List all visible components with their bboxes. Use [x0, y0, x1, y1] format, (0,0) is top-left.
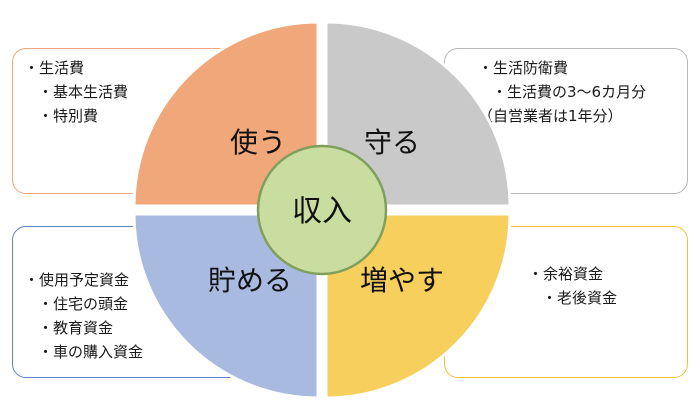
quadrant-label-grow: 増やす: [360, 264, 444, 297]
center-circle: [256, 144, 388, 276]
quadrant-label-protect: 守る: [364, 126, 420, 159]
list-item: （自営業者は1年分）: [478, 107, 623, 125]
quadrant-bottom-left: [132, 212, 320, 400]
list-bottom-right: ・余裕資金 ・老後資金: [528, 262, 617, 310]
list-item: ・車の購入資金: [38, 343, 144, 361]
list-item: ・教育資金: [38, 319, 114, 337]
list-item: ・使用予定資金: [24, 271, 130, 289]
list-item: ・老後資金: [542, 289, 618, 307]
list-item: ・生活費: [24, 59, 85, 77]
quadrant-top-left: [132, 20, 320, 208]
quadrant-top-right: [324, 20, 512, 208]
quadrant-label-use: 使う: [230, 126, 286, 159]
list-item: ・基本生活費: [38, 83, 129, 101]
list-item: ・生活費の3～6カ月分: [492, 83, 647, 101]
list-item: ・特別費: [38, 107, 99, 125]
list-item: ・余裕資金: [528, 265, 604, 283]
list-top-left: ・生活費 ・基本生活費 ・特別費: [24, 56, 128, 128]
list-item: ・生活防衛費: [478, 59, 569, 77]
list-bottom-left: ・使用予定資金 ・住宅の頭金 ・教育資金 ・車の購入資金: [24, 268, 143, 364]
center-label-income: 収入: [292, 194, 352, 229]
list-item: ・住宅の頭金: [38, 295, 129, 313]
quadrant-label-save: 貯める: [208, 264, 292, 297]
list-top-right: ・生活防衛費 ・生活費の3～6カ月分 （自営業者は1年分）: [478, 56, 646, 128]
quadrant-bottom-right: [324, 212, 512, 400]
